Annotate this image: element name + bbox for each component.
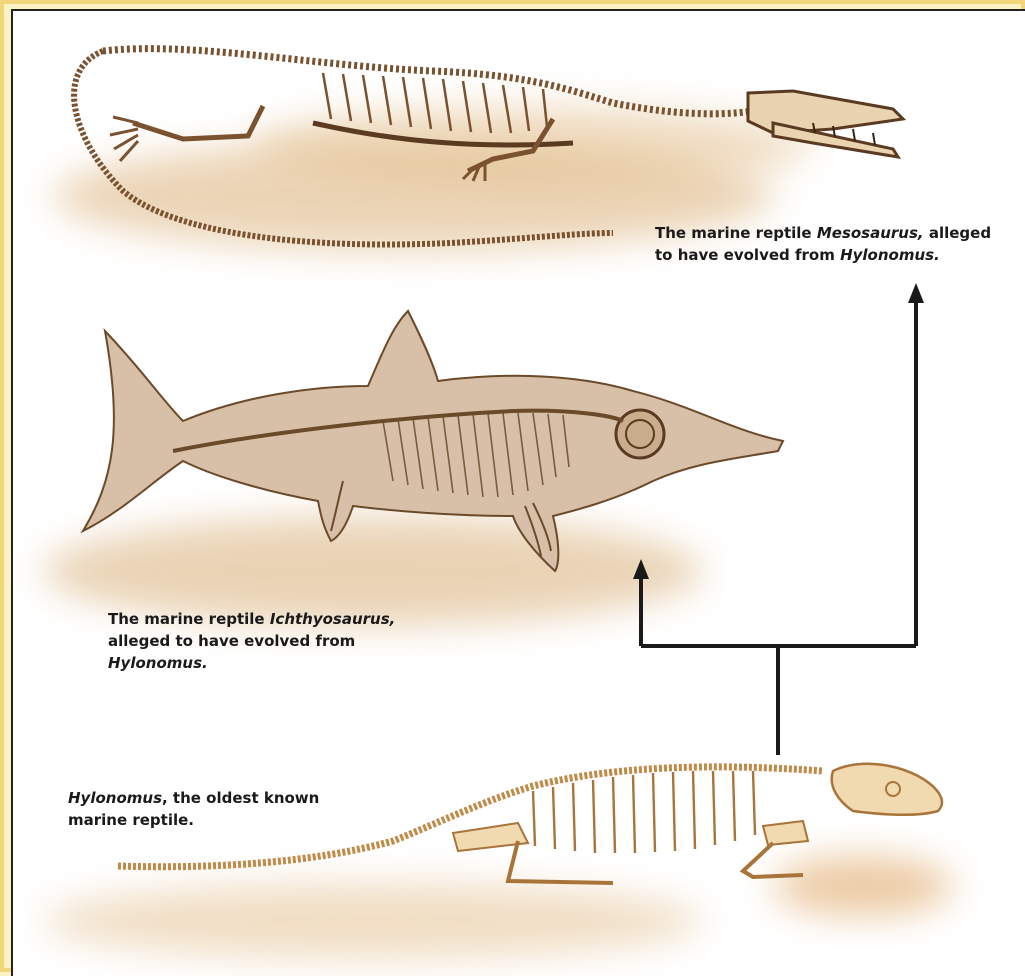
- ichthyosaurus-illustration: [43, 311, 783, 626]
- caption-ichthyosaurus: The marine reptile Ichthyosaurus, allege…: [108, 608, 428, 674]
- caption-text: to have evolved from: [655, 246, 840, 264]
- caption-text: The marine reptile: [108, 610, 270, 628]
- caption-text: , the oldest known: [162, 789, 319, 807]
- species-name: Ichthyosaurus,: [270, 610, 396, 628]
- caption-hylonomus: Hylonomus, the oldest known marine repti…: [68, 787, 388, 831]
- caption-text: marine reptile.: [68, 811, 194, 829]
- species-name: Hylonomus: [68, 789, 162, 807]
- caption-text: alleged to have evolved from: [108, 632, 355, 650]
- species-name: Hylonomus.: [108, 654, 208, 672]
- caption-text: alleged: [924, 224, 991, 242]
- arrowhead-mesosaurus: [908, 283, 924, 303]
- evolution-arrows: [641, 301, 916, 755]
- mesosaurus-illustration: [53, 49, 903, 251]
- illustration-canvas: [13, 11, 1025, 976]
- illustration-panel: The marine reptile Mesosaurus, alleged t…: [11, 9, 1025, 976]
- ichthyosaurus-eye: [616, 410, 664, 458]
- caption-text: The marine reptile: [655, 224, 817, 242]
- species-name: Mesosaurus,: [817, 224, 924, 242]
- caption-mesosaurus: The marine reptile Mesosaurus, alleged t…: [655, 222, 1025, 266]
- mesosaurus-skull: [748, 91, 903, 133]
- species-name: Hylonomus.: [840, 246, 940, 264]
